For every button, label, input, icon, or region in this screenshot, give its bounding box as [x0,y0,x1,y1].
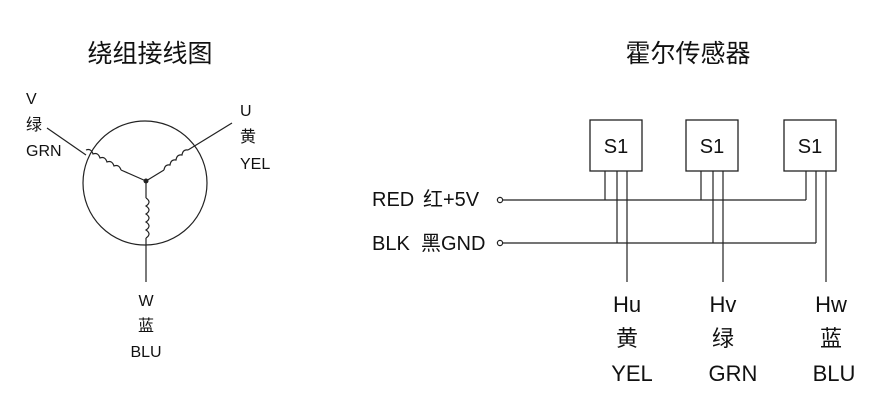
winding-coil-v [46,127,147,182]
output-hw-color-en: BLU [813,361,856,386]
winding-diagram: 绕组接线图 V 绿 GRN U [26,39,270,361]
winding-title: 绕组接线图 [87,39,212,68]
phase-v-color-en: GRN [26,143,62,160]
sensor-1-label: S1 [604,136,628,158]
hall-sensor-1: S1 [589,119,643,282]
terminal-vcc [496,196,504,204]
motor-stator-circle [82,120,208,246]
phase-w-color-cn: 蓝 [138,317,154,335]
phase-u-color-cn: 黄 [240,128,256,146]
supply-red-code: RED [372,189,414,211]
supply-red-name: 红+5V [423,188,480,211]
phase-u-letter: U [240,103,252,120]
phase-v-letter: V [26,91,37,108]
output-hv-code: Hv [710,292,737,317]
output-hu-color-en: YEL [611,361,653,386]
sensor-2-label: S1 [700,136,724,158]
phase-u-color-en: YEL [240,156,270,173]
supply-blk-code: BLK [372,233,410,255]
supply-blk-name: 黑GND [421,233,485,255]
hall-sensor-3: S1 [783,119,837,282]
lead-u [187,122,233,151]
output-hv-color-cn: 绿 [712,326,734,351]
hall-sensor-diagram: 霍尔传感器 RED 红+5V BLK 黑GND S1 S1 [372,39,855,386]
output-hv-color-en: GRN [709,361,758,386]
lead-v [46,127,87,156]
phase-w-color-en: BLU [130,344,161,361]
output-hu-label: Hu 黄 YEL [611,292,653,386]
sensor-3-label: S1 [798,136,822,158]
phase-v-color-cn: 绿 [26,116,42,134]
phase-w-label: W 蓝 BLU [130,293,161,361]
output-hu-color-cn: 黄 [616,326,638,351]
hall-sensor-2: S1 [685,119,739,282]
terminal-gnd [496,239,504,247]
hall-title: 霍尔传感器 [625,39,750,68]
winding-coil-u [145,122,233,182]
output-hw-label: Hw 蓝 BLU [813,292,856,386]
output-hw-color-cn: 蓝 [820,326,842,351]
winding-coil-w [144,181,150,282]
phase-v-label: V 绿 GRN [26,91,62,160]
phase-w-letter: W [138,293,154,310]
output-hu-code: Hu [613,292,641,317]
phase-u-label: U 黄 YEL [240,103,270,173]
output-hv-label: Hv 绿 GRN [709,292,758,386]
output-hw-code: Hw [815,292,847,317]
